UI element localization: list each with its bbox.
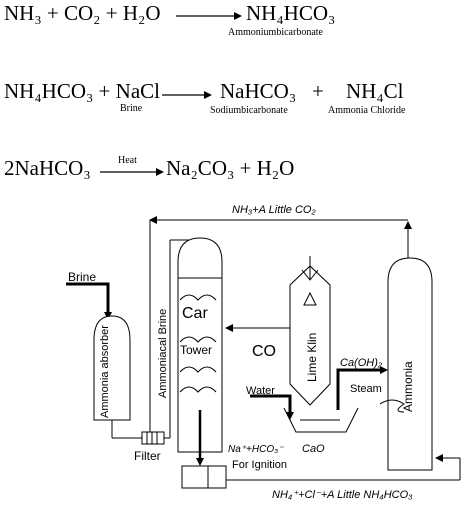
carbonating-tower bbox=[177, 237, 223, 453]
absorber-filter-line bbox=[111, 420, 142, 439]
slaker-basin bbox=[283, 407, 359, 433]
na-hco3-label: Na⁺+HCO₃⁻ bbox=[228, 444, 284, 455]
caoh2-line bbox=[336, 366, 388, 410]
tower-outlet bbox=[196, 410, 204, 466]
caoh2-label: Ca(OH)₂ bbox=[340, 357, 383, 369]
co-label: CO bbox=[252, 343, 276, 360]
eq3-heat-note: Heat bbox=[118, 155, 137, 166]
ammonia-recovery-tower bbox=[379, 257, 433, 471]
eq3-products: Na₂CO₃ + H₂O bbox=[166, 156, 295, 180]
eq1-product: NH₄HCO₃ bbox=[246, 1, 336, 25]
eq3-reactant: 2NaHCO₃ bbox=[4, 156, 91, 180]
eq1-product-note: Ammoniumbicarbonate bbox=[228, 27, 323, 38]
eq2-product2-note: Ammonia Chloride bbox=[328, 105, 406, 116]
ammonia-label: Ammonia bbox=[401, 361, 415, 412]
eq2-reactants: NH₄HCO₃ + NaCl bbox=[4, 79, 160, 103]
filter-label: Filter bbox=[134, 449, 161, 463]
equations-section: NH₃ + CO₂ + H₂O NH₄HCO₃ Ammoniumbicarbon… bbox=[0, 0, 474, 179]
eq2-product2: NH₄Cl bbox=[346, 79, 404, 103]
eq2-product1-note: Sodiumbicarbonate bbox=[210, 105, 288, 116]
ammoniacal-brine-label: Ammoniacal Brine bbox=[157, 309, 169, 398]
brine-inlet bbox=[66, 282, 112, 320]
ignition-box bbox=[181, 465, 227, 489]
steam-label: Steam bbox=[350, 383, 382, 395]
eq1-reactants: NH₃ + CO₂ + H₂O bbox=[4, 1, 161, 25]
bottom-filtrate-line bbox=[226, 454, 461, 481]
eq2-arrow bbox=[162, 91, 212, 99]
eq2-brine-note: Brine bbox=[120, 103, 143, 114]
absorber-label: Ammonia absorber bbox=[99, 325, 111, 418]
cao-label: CaO bbox=[302, 443, 325, 455]
eq2-product1: NaHCO₃ bbox=[220, 79, 297, 103]
bottom-flow-label: NH₄⁺+Cl⁻+A Little NH₄HCO₃ bbox=[272, 489, 413, 501]
lime-kiln bbox=[289, 256, 331, 406]
eq1-arrow bbox=[176, 12, 242, 20]
eq2-plus: + bbox=[312, 79, 324, 103]
water-label: Water bbox=[246, 385, 275, 397]
tower-label: Tower bbox=[180, 343, 212, 357]
filter bbox=[141, 431, 170, 445]
water-inlet bbox=[250, 394, 294, 420]
ignition-label: For Ignition bbox=[232, 459, 287, 471]
car-label: Car bbox=[182, 305, 208, 322]
brine-label: Brine bbox=[68, 270, 96, 284]
eq3-arrow bbox=[100, 168, 164, 176]
lime-kiln-label: Lime Klin bbox=[305, 333, 319, 382]
ammonia-absorber bbox=[93, 315, 131, 421]
top-flow-label: NH₃+A Little CO₂ bbox=[232, 204, 316, 216]
